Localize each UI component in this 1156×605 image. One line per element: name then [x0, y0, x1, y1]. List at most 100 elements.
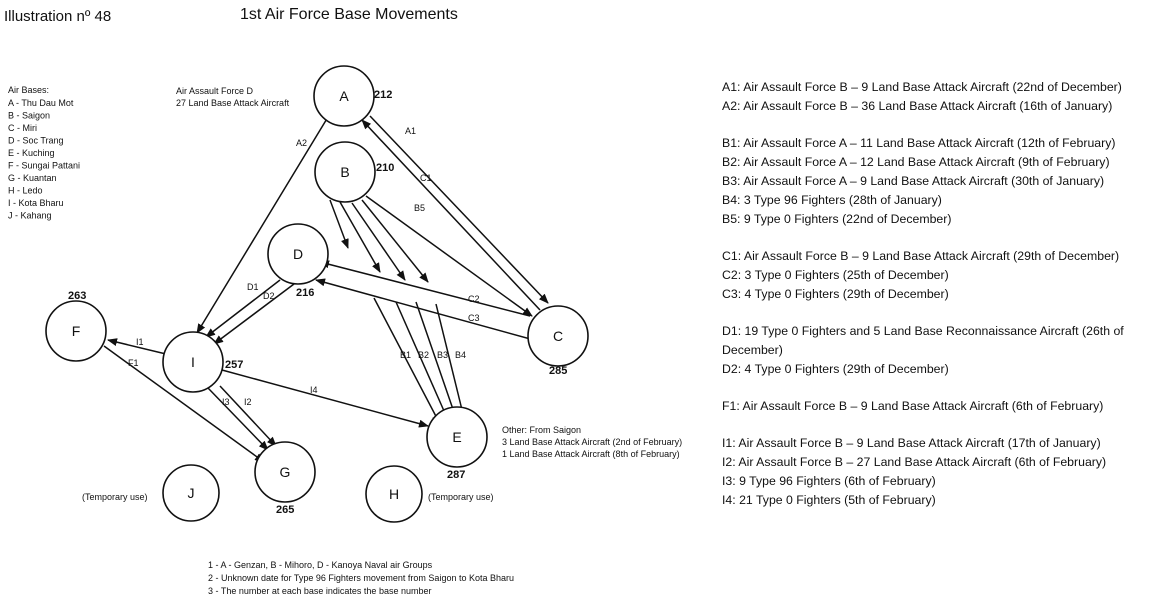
movement-entry: C2: 3 Type 0 Fighters (25th of December) [722, 268, 949, 282]
base-number: 216 [296, 287, 314, 299]
footnote: 1 - A - Genzan, B - Mihoro, D - Kanoya N… [208, 560, 433, 570]
edge-label: I1 [136, 337, 144, 347]
base-number: 257 [225, 359, 243, 371]
edge-label: D2 [263, 291, 275, 301]
edge-b4 [435, 303, 466, 419]
edge-i3 [207, 387, 269, 451]
movement-entry: I2: Air Assault Force B – 27 Land Base A… [722, 455, 1107, 469]
h-note: (Temporary use) [428, 492, 494, 502]
edge-label: C1 [420, 173, 432, 183]
edge-b-bundle [329, 199, 349, 249]
node-d: D 216 [267, 223, 329, 299]
edge-f1 [103, 345, 265, 463]
movement-group-a: A1: Air Assault Force B – 9 Land Base At… [722, 78, 1152, 116]
footnote: 3 - The number at each base indicates th… [208, 586, 431, 596]
edge-label: I2 [244, 397, 252, 407]
edge-a1 [369, 115, 549, 304]
footnotes: 1 - A - Genzan, B - Mihoro, D - Kanoya N… [208, 560, 514, 596]
movement-group-f: F1: Air Assault Force B – 9 Land Base At… [722, 397, 1152, 416]
movement-group-b: B1: Air Assault Force A – 11 Land Base A… [722, 134, 1152, 229]
edge-a2 [196, 116, 329, 334]
air-base-item: D - Soc Trang [8, 136, 64, 146]
edge-b-bundle [339, 201, 381, 273]
a-note: 27 Land Base Attack Aircraft [176, 98, 290, 108]
air-base-item: A - Thu Dau Mot [8, 98, 74, 108]
node-g: G 265 [254, 441, 316, 516]
air-bases-legend: Air Bases: A - Thu Dau Mot B - Saigon C … [8, 85, 80, 221]
air-base-item: E - Kuching [8, 148, 55, 158]
node-j: J [162, 464, 220, 522]
edge-label: F1 [128, 358, 139, 368]
e-note: 1 Land Base Attack Aircraft (8th of Febr… [502, 449, 680, 459]
edge-b5 [365, 195, 533, 317]
edge-d1 [205, 279, 281, 338]
movement-entry: C1: Air Assault Force B – 9 Land Base At… [722, 249, 1120, 263]
edge-c2 [319, 260, 531, 317]
air-bases-heading: Air Bases: [8, 85, 49, 95]
movement-entry: I4: 21 Type 0 Fighters (5th of February) [722, 493, 936, 507]
edge-d2 [213, 283, 295, 345]
base-number: 263 [68, 290, 86, 302]
edge-b2 [395, 301, 449, 421]
movement-entry: A1: Air Assault Force B – 9 Land Base At… [722, 80, 1122, 94]
node-letter: G [280, 464, 291, 480]
edge-i4 [221, 369, 429, 428]
node-e: E 287 [426, 406, 488, 481]
edge-label: B4 [455, 350, 466, 360]
edge-b-bundle [351, 202, 406, 281]
node-letter: J [188, 485, 195, 501]
node-letter: C [553, 328, 563, 344]
edge-b1 [373, 297, 441, 425]
base-number: 265 [276, 504, 294, 516]
node-c: C 285 [527, 305, 589, 377]
movement-group-i: I1: Air Assault Force B – 9 Land Base At… [722, 434, 1152, 510]
edge-label: B1 [400, 350, 411, 360]
base-number: 212 [374, 89, 392, 101]
edge-b-bundle [361, 199, 429, 283]
node-letter: D [293, 246, 303, 262]
node-h: H [365, 465, 423, 523]
movement-entry: B2: Air Assault Force A – 12 Land Base A… [722, 155, 1110, 169]
movement-entry: D2: 4 Type 0 Fighters (29th of December) [722, 362, 949, 376]
edge-c1 [361, 119, 541, 311]
edges [103, 115, 549, 463]
edge-label: I3 [222, 397, 230, 407]
air-base-item: I - Kota Bharu [8, 198, 64, 208]
edge-label: D1 [247, 282, 259, 292]
node-b: B 210 [314, 141, 394, 203]
movement-entry: D1: 19 Type 0 Fighters and 5 Land Base R… [722, 324, 1124, 357]
node-letter: I [191, 354, 195, 370]
node-letter: E [452, 429, 461, 445]
edge-labels: A2 A1 C1 B5 C2 C3 D1 D2 B1 B2 B3 B4 I1 F… [128, 126, 480, 407]
air-base-item: G - Kuantan [8, 173, 57, 183]
node-letter: H [389, 486, 399, 502]
movement-entry: C3: 4 Type 0 Fighters (29th of December) [722, 287, 949, 301]
edge-b3 [415, 301, 457, 419]
edge-label: C3 [468, 313, 480, 323]
movement-group-d: D1: 19 Type 0 Fighters and 5 Land Base R… [722, 322, 1152, 379]
movement-entry: I3: 9 Type 96 Fighters (6th of February) [722, 474, 936, 488]
edge-label: B2 [418, 350, 429, 360]
footnote: 2 - Unknown date for Type 96 Fighters mo… [208, 573, 514, 583]
movement-entry: B4: 3 Type 96 Fighters (28th of January) [722, 193, 942, 207]
edge-label: I4 [310, 385, 318, 395]
edge-label: A1 [405, 126, 416, 136]
e-note: 3 Land Base Attack Aircraft (2nd of Febr… [502, 437, 682, 447]
air-base-item: J - Kahang [8, 211, 52, 221]
movement-entry: F1: Air Assault Force B – 9 Land Base At… [722, 399, 1104, 413]
air-base-item: F - Sungai Pattani [8, 161, 80, 171]
diagram-title: 1st Air Force Base Movements [240, 6, 458, 23]
edge-label: B5 [414, 203, 425, 213]
movement-entry: B5: 9 Type 0 Fighters (22nd of December) [722, 212, 952, 226]
e-note: Other: From Saigon [502, 425, 581, 435]
node-letter: A [339, 88, 349, 104]
air-base-item: H - Ledo [8, 186, 43, 196]
edge-label: A2 [296, 138, 307, 148]
movement-group-c: C1: Air Assault Force B – 9 Land Base At… [722, 247, 1152, 304]
edge-i2 [219, 385, 277, 447]
node-letter: B [340, 164, 349, 180]
j-note: (Temporary use) [82, 492, 148, 502]
movement-entry: I1: Air Assault Force B – 9 Land Base At… [722, 436, 1101, 450]
movement-entry: B3: Air Assault Force A – 9 Land Base At… [722, 174, 1105, 188]
